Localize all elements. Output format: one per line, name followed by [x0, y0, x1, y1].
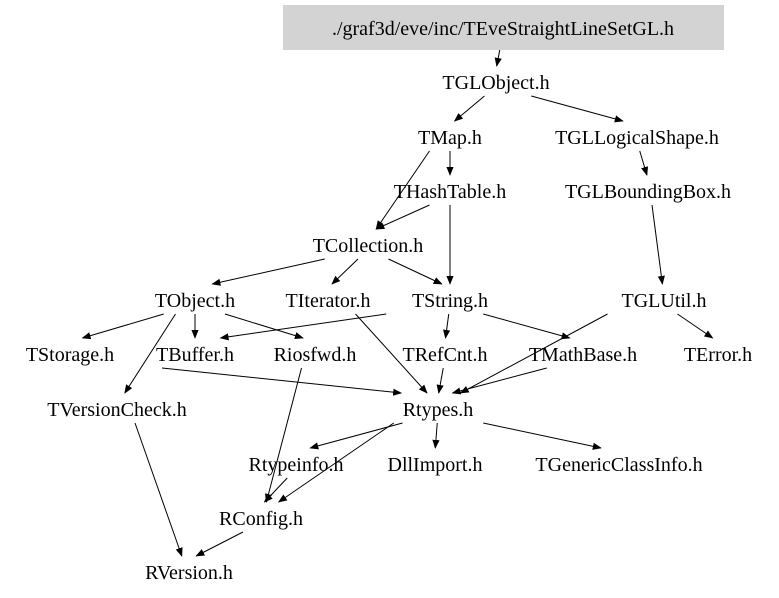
node-label: TGLObject.h — [442, 72, 549, 94]
node-rversion[interactable]: RVersion.h — [145, 562, 233, 584]
edge-tgllogicalshape-to-tglboundingbox — [639, 150, 649, 176]
node-label: Rtypes.h — [403, 399, 474, 421]
edge-tglboundingbox-to-tglutil — [651, 204, 665, 285]
edge-thashtable-to-tcollection — [375, 204, 430, 230]
edge-tobject-to-tversioncheck — [124, 313, 176, 394]
node-titerator[interactable]: TIterator.h — [286, 290, 371, 312]
edge-tobject-to-riosfwd — [224, 313, 304, 340]
edge-tstring-to-trefcnt — [443, 313, 451, 339]
node-tglboundingbox[interactable]: TGLBoundingBox.h — [565, 181, 731, 203]
edge-tglutil-to-terror — [677, 313, 714, 339]
node-root[interactable]: ./graf3d/eve/inc/TEveStraightLineSetGL.h — [283, 5, 724, 50]
node-label: THashTable.h — [394, 181, 506, 203]
node-label: TCollection.h — [313, 235, 424, 257]
node-label: RVersion.h — [145, 562, 233, 584]
node-terror[interactable]: TError.h — [684, 344, 752, 366]
node-tstring[interactable]: TString.h — [412, 290, 488, 312]
edge-tversioncheck-to-rversion — [134, 422, 183, 557]
edge-tglobject-to-tgllogicalshape — [531, 95, 624, 123]
edge-titerator-to-rtypes — [355, 313, 428, 394]
edge-tglobject-to-tmap — [453, 95, 485, 122]
node-dllimport[interactable]: DllImport.h — [388, 454, 483, 476]
node-label: TRefCnt.h — [403, 344, 488, 366]
edge-tmap-to-tcollection — [375, 150, 430, 230]
edge-rtypeinfo-to-rconfig — [263, 477, 288, 503]
node-rconfig[interactable]: RConfig.h — [219, 508, 303, 530]
root-node-box — [283, 5, 724, 50]
edge-rtypes-to-rconfig — [277, 422, 395, 503]
node-label: TStorage.h — [26, 344, 114, 366]
node-label: TString.h — [412, 290, 488, 312]
node-label: DllImport.h — [388, 454, 483, 476]
edge-rtypes-to-dllimport — [432, 422, 440, 449]
edge-riosfwd-to-rconfig — [264, 367, 302, 503]
node-tgenericclassinfo[interactable]: TGenericClassInfo.h — [535, 454, 702, 476]
edge-tcollection-to-titerator — [331, 258, 359, 285]
edge-tstring-to-tmathbase — [483, 313, 571, 340]
node-riosfwd[interactable]: Riosfwd.h — [274, 344, 357, 366]
node-tcollection[interactable]: TCollection.h — [313, 235, 424, 257]
node-tstorage[interactable]: TStorage.h — [26, 344, 114, 366]
edge-trefcnt-to-rtypes — [436, 367, 444, 394]
node-label: ./graf3d/eve/inc/TEveStraightLineSetGL.h — [332, 18, 674, 40]
node-tobject[interactable]: TObject.h — [155, 290, 235, 312]
node-label: TGenericClassInfo.h — [535, 454, 702, 476]
node-label: TGLUtil.h — [622, 290, 707, 312]
node-label: Riosfwd.h — [274, 344, 357, 366]
node-label: TError.h — [684, 344, 752, 366]
node-label: TVersionCheck.h — [47, 399, 186, 421]
node-label: TIterator.h — [286, 290, 371, 312]
node-rtypes[interactable]: Rtypes.h — [403, 399, 474, 421]
edge-tcollection-to-tstring — [388, 258, 443, 285]
edge-tstorage-to-rtypes — [161, 367, 403, 396]
node-trefcnt[interactable]: TRefCnt.h — [403, 344, 488, 366]
node-tmathbase[interactable]: TMathBase.h — [529, 344, 637, 366]
node-label: TGLLogicalShape.h — [555, 127, 719, 149]
node-rtypeinfo[interactable]: Rtypeinfo.h — [249, 454, 344, 476]
edge-tglutil-to-rtypes — [459, 313, 608, 394]
node-tbuffer[interactable]: TBuffer.h — [156, 344, 234, 366]
edge-tcollection-to-tobject — [211, 258, 325, 286]
node-label: TMap.h — [418, 127, 482, 149]
edge-rtypes-to-tgenericclassinfo — [483, 422, 602, 450]
edge-rconfig-to-rversion — [195, 531, 244, 557]
node-tglobject[interactable]: TGLObject.h — [442, 72, 549, 94]
node-tversioncheck[interactable]: TVersionCheck.h — [47, 399, 186, 421]
edge-tstring-to-tbuffer — [219, 313, 387, 341]
node-label: Rtypeinfo.h — [249, 454, 344, 476]
node-thashtable[interactable]: THashTable.h — [394, 181, 506, 203]
node-tgllogicalshape[interactable]: TGLLogicalShape.h — [555, 127, 719, 149]
edge-tmathbase-to-rtypes — [451, 367, 547, 395]
node-tmap[interactable]: TMap.h — [418, 127, 482, 149]
node-label: TGLBoundingBox.h — [565, 181, 731, 203]
node-tglutil[interactable]: TGLUtil.h — [622, 290, 707, 312]
node-label: TBuffer.h — [156, 344, 234, 366]
node-label: TMathBase.h — [529, 344, 637, 366]
edge-tobject-to-tstorage — [81, 313, 164, 340]
node-label: TObject.h — [155, 290, 235, 312]
node-label: RConfig.h — [219, 508, 303, 530]
